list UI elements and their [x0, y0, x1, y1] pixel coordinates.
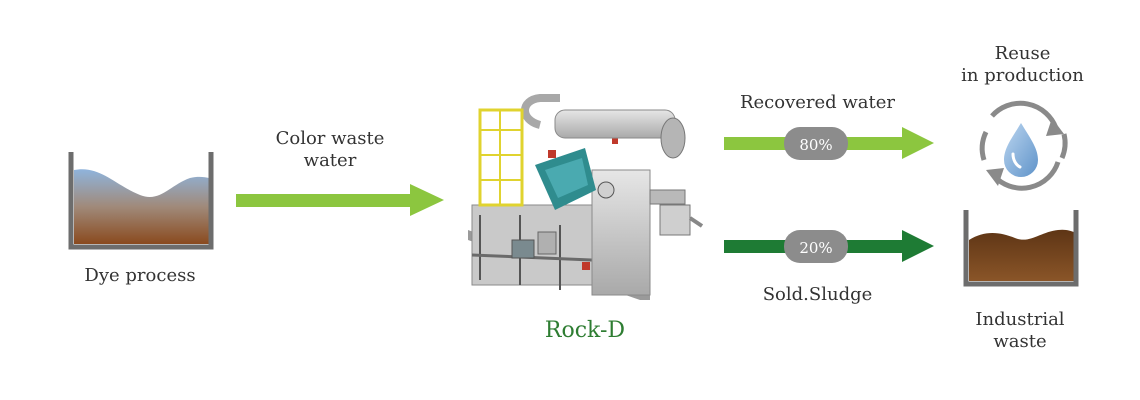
- industrial-waste-line1: Industrial: [975, 309, 1065, 330]
- industrial-waste-tank: [963, 210, 1079, 287]
- industrial-waste-label: Industrial waste: [945, 309, 1095, 353]
- dye-tank: [68, 152, 214, 250]
- sold-sludge-label: Sold.Sludge: [762, 284, 873, 305]
- recovered-water-label: Recovered water: [739, 92, 896, 113]
- reuse-line1: Reuse: [994, 43, 1051, 64]
- input-flow-arrow: [236, 184, 444, 216]
- industrial-waste-line2: waste: [993, 331, 1047, 352]
- sludge-arrow: [724, 230, 934, 263]
- recovered-water-arrow: [724, 127, 934, 160]
- recycle-water-drop-icon: [979, 100, 1068, 191]
- reuse-line2: in production: [961, 65, 1084, 86]
- rock-d-machine-illustration: [468, 94, 704, 300]
- color-waste-water-label: Color waste water: [255, 128, 405, 172]
- reuse-label: Reuse in production: [945, 43, 1100, 87]
- color-waste-water-line1: Color waste: [275, 128, 385, 149]
- product-name: Rock-D: [544, 318, 626, 343]
- sludge-percent: 20%: [799, 239, 832, 257]
- color-waste-water-line2: water: [303, 150, 357, 171]
- dye-process-label: Dye process: [84, 265, 196, 286]
- recovered-water-percent: 80%: [799, 136, 832, 154]
